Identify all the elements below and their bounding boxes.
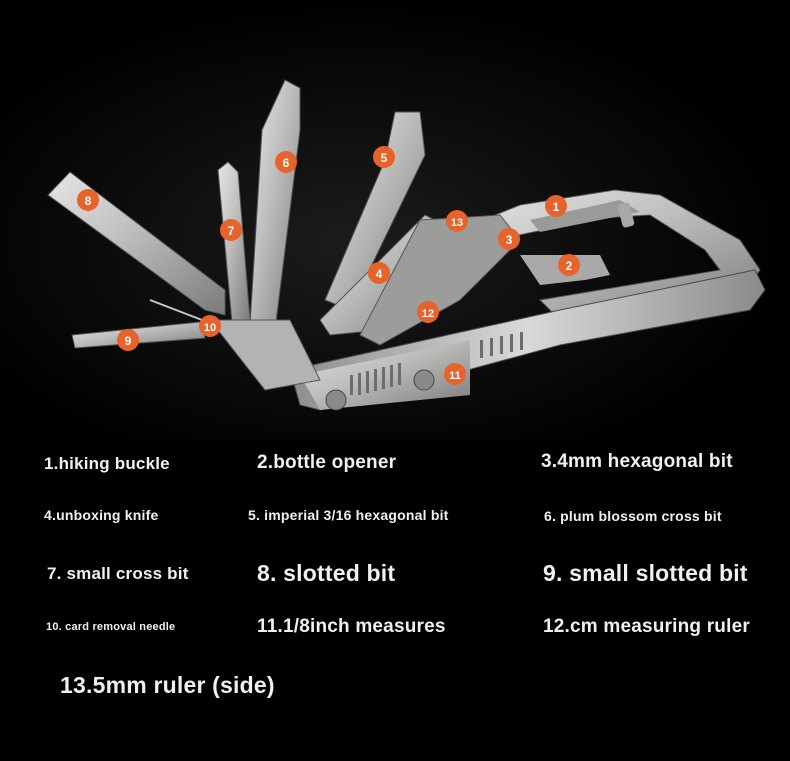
caption-9: 9. small slotted bit bbox=[543, 560, 748, 586]
caption-11: 11.1/8inch measures bbox=[257, 616, 446, 637]
caption-1: 1.hiking buckle bbox=[44, 454, 170, 473]
caption-8: 8. slotted bit bbox=[257, 560, 396, 586]
multitool-photo: 1 2 3 4 5 6 7 8 9 10 11 12 13 bbox=[0, 0, 790, 440]
caption-7: 7. small cross bit bbox=[47, 564, 189, 583]
caption-3: 3.4mm hexagonal bit bbox=[541, 451, 733, 472]
caption-5: 5. imperial 3/16 hexagonal bit bbox=[248, 507, 449, 523]
caption-2: 2.bottle opener bbox=[257, 452, 397, 473]
caption-4: 4.unboxing knife bbox=[44, 507, 159, 523]
caption-10: 10. card removal needle bbox=[46, 621, 176, 633]
caption-12: 12.cm measuring ruler bbox=[543, 616, 750, 637]
caption-6: 6. plum blossom cross bit bbox=[544, 508, 722, 524]
caption-13: 13.5mm ruler (side) bbox=[60, 672, 275, 698]
